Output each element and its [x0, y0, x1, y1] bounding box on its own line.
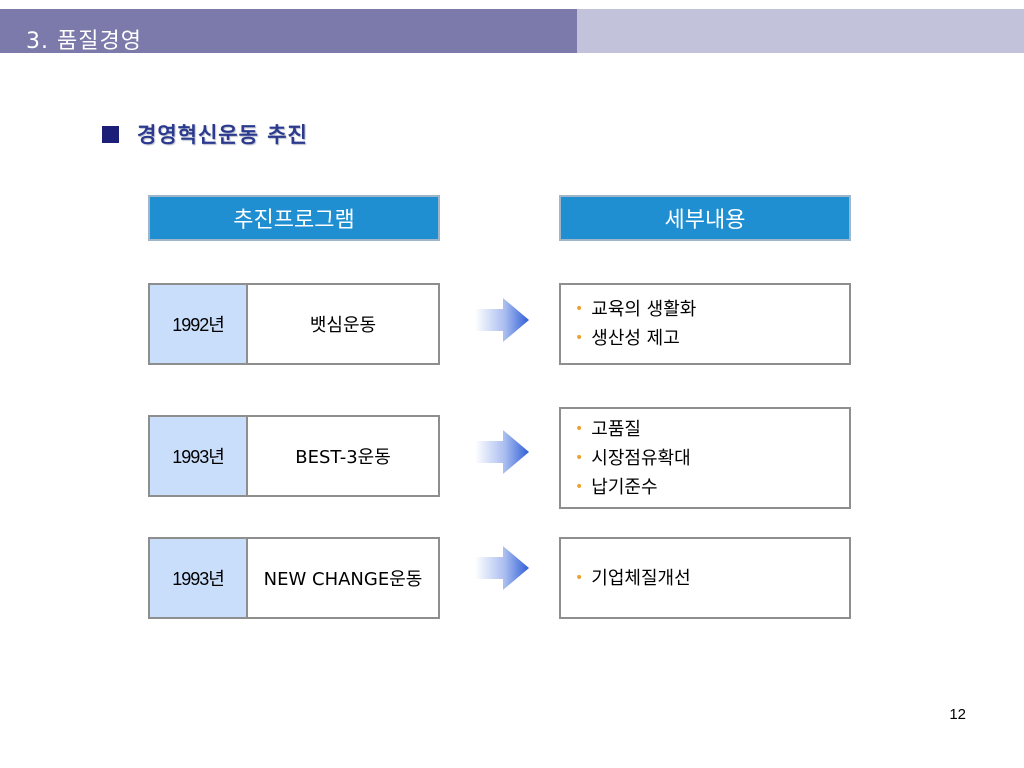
detail-item: •시장점유확대	[575, 444, 849, 473]
program-row-1: 1992년 뱃심운동	[148, 283, 440, 365]
page-title: 3. 품질경영	[26, 29, 142, 54]
right-arrow-icon	[475, 298, 529, 342]
bullet-dot-icon: •	[575, 449, 584, 466]
column-header-details: 세부내용	[559, 195, 851, 241]
detail-box-2: •고품질 •시장점유확대 •납기준수	[559, 407, 851, 509]
page-number: 12	[949, 706, 966, 723]
section-heading-text: 경영혁신운동 추진	[137, 123, 308, 147]
program-name: BEST-3운동	[295, 447, 391, 468]
program-row-2: 1993년 BEST-3운동	[148, 415, 440, 497]
right-arrow-icon	[475, 430, 529, 474]
bullet-dot-icon: •	[575, 478, 584, 495]
bullet-dot-icon: •	[575, 420, 584, 437]
bullet-dot-icon: •	[575, 569, 584, 586]
program-name: NEW CHANGE운동	[263, 569, 423, 590]
detail-item: •교육의 생활화	[575, 295, 849, 324]
header-title-box: 3. 품질경영	[0, 9, 577, 54]
section-heading: 경영혁신운동 추진	[102, 119, 308, 149]
right-arrow-icon	[475, 546, 529, 590]
detail-item: •납기준수	[575, 473, 849, 502]
detail-item: •생산성 제고	[575, 324, 849, 353]
program-row-3: 1993년 NEW CHANGE운동	[148, 537, 440, 619]
program-year: 1993년	[150, 539, 248, 617]
program-year: 1993년	[150, 417, 248, 495]
detail-box-1: •교육의 생활화 •생산성 제고	[559, 283, 851, 365]
detail-item: •고품질	[575, 415, 849, 444]
detail-box-3: •기업체질개선	[559, 537, 851, 619]
detail-item: •기업체질개선	[575, 564, 849, 593]
bullet-dot-icon: •	[575, 301, 584, 317]
program-name: 뱃심운동	[309, 315, 377, 336]
column-header-programs: 추진프로그램	[148, 195, 440, 241]
bullet-dot-icon: •	[575, 330, 584, 346]
program-year: 1992년	[150, 285, 248, 363]
square-bullet-icon	[102, 125, 119, 143]
